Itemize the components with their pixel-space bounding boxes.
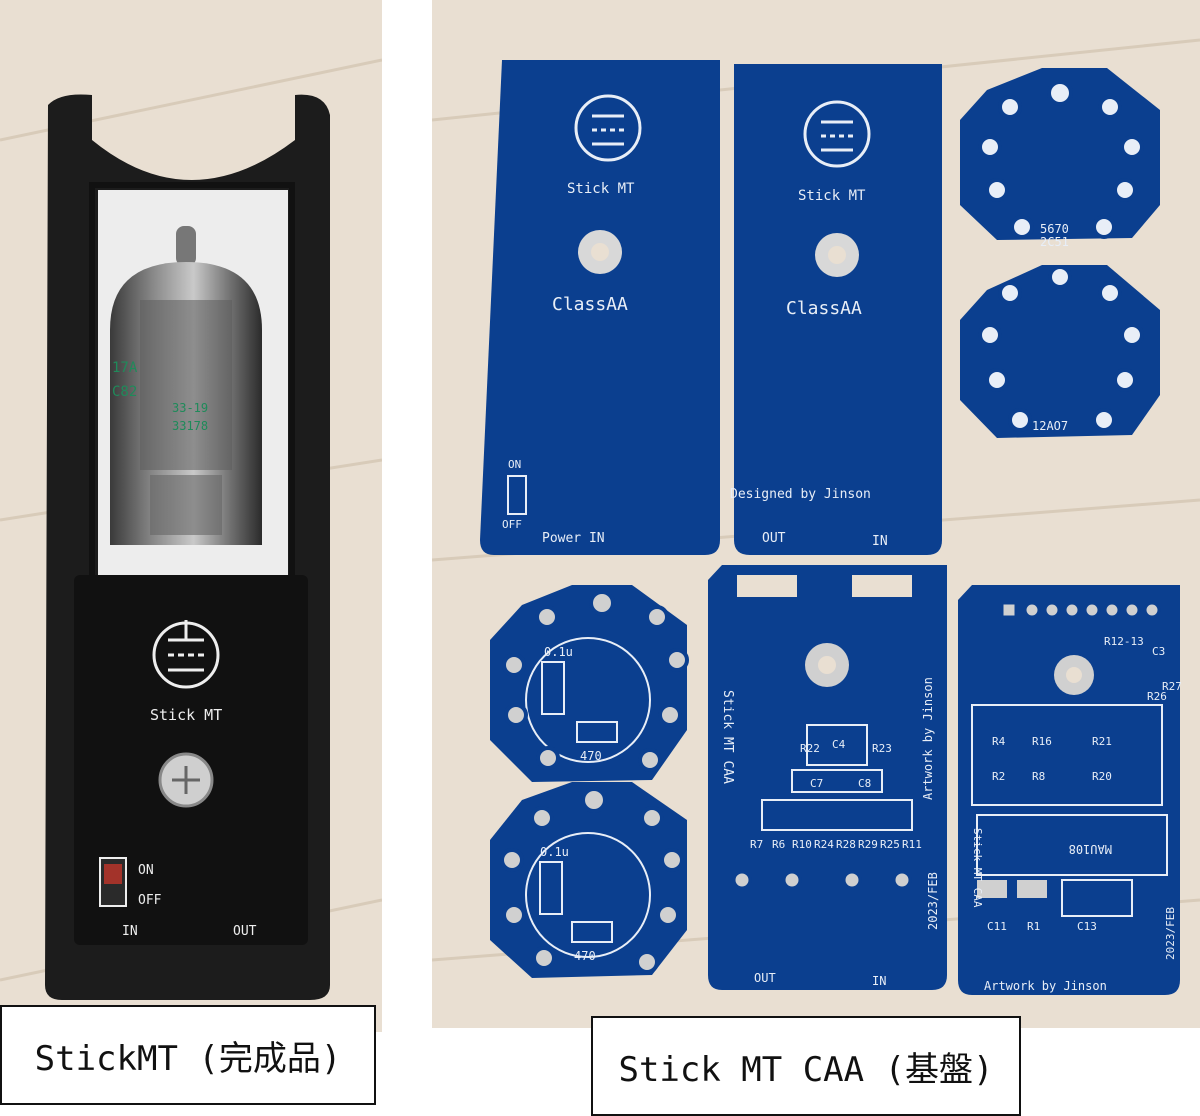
board6-date: 2023/FEB (1164, 907, 1177, 960)
pcb-set-photo: Stick MT ClassAA ON OFF Power IN Stick M… (431, 0, 1200, 1028)
board5-out: OUT (754, 971, 776, 985)
socket3-cap: 0.1u (544, 645, 573, 659)
board5-ref-r7: R7 (750, 838, 763, 851)
board5-artwork: Artwork by Jinson (921, 677, 935, 800)
board5-ref-r6: R6 (772, 838, 785, 851)
port-out-label: OUT (233, 924, 257, 939)
tube-logo (152, 620, 220, 689)
panel2-out: OUT (762, 531, 786, 546)
caption-finished-product: StickMT (完成品) (0, 1005, 376, 1105)
tube-print-3: 33-19 (172, 401, 208, 415)
switch-on-label: ON (138, 863, 154, 878)
board6-artwork: Artwork by Jinson (984, 979, 1107, 993)
board5-ref-r22: R22 (800, 742, 820, 755)
board6-ref-r21: R21 (1092, 735, 1112, 748)
tube-print-4: 33178 (172, 419, 208, 433)
pcb-socket-3: 0.1u 470 (490, 585, 689, 782)
pcb-board-power: MAU108 R12-13 C3 R27 R26 R4 R16 R2 R8 R2… (958, 585, 1182, 995)
board6-ref-r8: R8 (1032, 770, 1045, 783)
finished-product-photo: 17A C82 33-19 33178 Stick MT ON OFF IN O… (0, 0, 383, 1032)
board6-ref-r16: R16 (1032, 735, 1052, 748)
caption-right-text: Stick MT CAA (基盤) (618, 1049, 994, 1090)
pcb-panel-signal: Stick MT ClassAA Designed by Jinson OUT … (730, 64, 942, 555)
pcb-board-amp: Stick MT CAA Artwork by Jinson 2023/FEB … (708, 565, 947, 990)
caption-pcb-set: Stick MT CAA (基盤) (591, 1016, 1021, 1116)
vacuum-tube: 17A C82 33-19 33178 (110, 226, 262, 545)
panel1-on: ON (508, 458, 521, 471)
board6-ref-c11: C11 (987, 920, 1007, 933)
panel2-in: IN (872, 534, 888, 549)
board5-ref-r10: R10 (792, 838, 812, 851)
panel2-designed: Designed by Jinson (730, 487, 871, 502)
board5-ref-c4: C4 (832, 738, 846, 751)
board6-chip: MAU108 (1069, 842, 1112, 856)
board5-in: IN (872, 974, 886, 988)
board6-ref-r4: R4 (992, 735, 1006, 748)
board6-ref-r2: R2 (992, 770, 1005, 783)
tube-print-1: 17A (112, 360, 138, 376)
pcb-panel-power: Stick MT ClassAA ON OFF Power IN (480, 60, 720, 555)
board5-ref-r28: R28 (836, 838, 856, 851)
socket1-label2: 2C51 (1040, 235, 1069, 249)
board5-ref-r25: R25 (880, 838, 900, 851)
board6-ref-r12-13: R12-13 (1104, 635, 1144, 648)
board6-ref-r20: R20 (1092, 770, 1112, 783)
tube-print-2: C82 (112, 384, 137, 400)
pcb-socket-4: 0.1u 470 (490, 782, 687, 978)
socket2-label: 12AO7 (1032, 419, 1068, 433)
board5-ref-r11: R11 (902, 838, 922, 851)
board5-side: Stick MT CAA (720, 690, 735, 784)
panel1-power: Power IN (542, 531, 605, 546)
panel1-off: OFF (502, 518, 522, 531)
board5-ref-c7: C7 (810, 777, 823, 790)
pcb-socket-12ao7: 12AO7 (960, 265, 1160, 438)
socket3-res: 470 (580, 749, 602, 763)
caption-left-text: StickMT (完成品) (34, 1038, 342, 1079)
board6-ref-c13: C13 (1077, 920, 1097, 933)
board5-ref-r29: R29 (858, 838, 878, 851)
socket4-cap: 0.1u (540, 845, 569, 859)
switch-off-label: OFF (138, 893, 162, 908)
panel1-title: Stick MT (567, 181, 635, 197)
board5-ref-c8: C8 (858, 777, 871, 790)
socket1-label1: 5670 (1040, 222, 1069, 236)
board6-ref-r26: R26 (1147, 690, 1167, 703)
port-in-label: IN (122, 924, 138, 939)
panel1-subtitle: ClassAA (552, 294, 628, 315)
product-label: Stick MT (150, 706, 222, 724)
board6-ref-r27: R27 (1162, 680, 1182, 693)
board6-ref-r1: R1 (1027, 920, 1040, 933)
board5-ref-r24: R24 (814, 838, 834, 851)
board5-ref-r23: R23 (872, 742, 892, 755)
panel2-subtitle: ClassAA (786, 298, 862, 319)
board6-ref-c3: C3 (1152, 645, 1165, 658)
socket4-res: 470 (574, 949, 596, 963)
board5-date: 2023/FEB (926, 872, 940, 930)
pcb-socket-5670: 5670 2C51 (960, 68, 1160, 249)
board6-side: Stick MT CAA (971, 828, 984, 908)
panel2-title: Stick MT (798, 188, 866, 204)
